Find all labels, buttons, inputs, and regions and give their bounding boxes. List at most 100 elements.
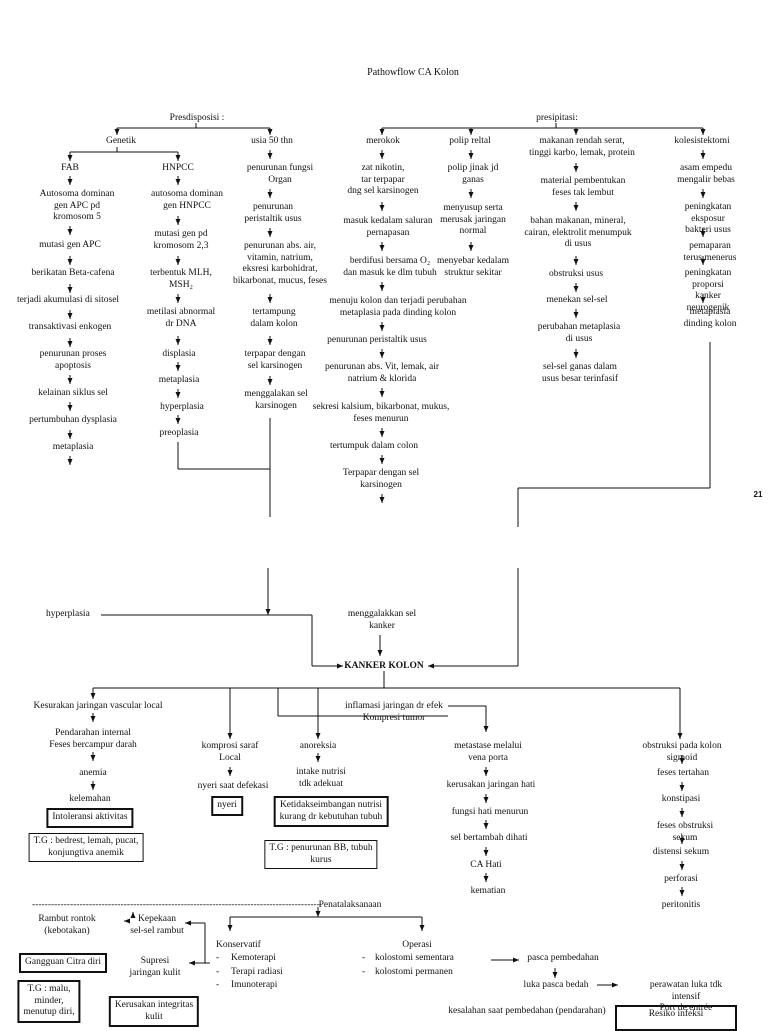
arrow-head — [267, 297, 273, 303]
obstruksi-step: peritonitis — [661, 900, 701, 910]
polip-step: menyebar kedalam struktur sekitar — [436, 256, 510, 278]
arrow-head — [377, 650, 383, 656]
arrow-head — [175, 392, 181, 398]
arrow-head — [468, 245, 474, 251]
arrow-head — [483, 726, 489, 732]
arrow-head — [612, 982, 618, 988]
arrow-head — [552, 972, 558, 978]
usia-label: usia 50 thn — [251, 136, 293, 146]
merokok-step: penurunan peristaltik usus — [327, 335, 427, 345]
merokok-step: zat nikotin, tar terpapar dng sel karsin… — [347, 163, 419, 196]
arrow-head — [114, 129, 120, 135]
penatalaksanaan-label: Penatalaksanaan — [318, 900, 382, 910]
arrow-head — [483, 876, 489, 882]
kompresi-saraf-label: komprosi saraf Local — [201, 741, 259, 763]
anoreksia-label: anoreksia — [299, 741, 337, 751]
arrow-head — [483, 770, 489, 776]
pasca-pembedahan-label: pasca pembedahan — [527, 953, 599, 963]
arrow-head — [379, 497, 385, 503]
diagram-title: Pathowflow CA Kolon — [367, 67, 459, 78]
arrow-head — [700, 231, 706, 237]
arrow-head — [700, 153, 706, 159]
arrow-head — [67, 259, 73, 265]
hnpcc-step: metaplasia — [158, 375, 200, 385]
merokok-step: berdifusi bersama O₂ dan masuk ke dlm tu… — [343, 256, 437, 278]
genetik-label: Genetik — [105, 136, 137, 146]
operasi-dash: - — [362, 953, 366, 963]
makanan-step: perubahan metaplasia di usus — [537, 322, 621, 344]
page-number: 21 — [753, 490, 763, 499]
polip-step: menyusup serta merusak jaringan normal — [440, 203, 506, 236]
arrow-head — [267, 153, 273, 159]
arrow-head — [700, 192, 706, 198]
hnpcc-step: preoplasia — [159, 428, 199, 438]
arrow-head — [124, 918, 130, 924]
arrow-head — [67, 229, 73, 235]
metastase-label: metastase melalui vena porta — [454, 741, 522, 763]
arrow-head — [379, 431, 385, 437]
arrow-head — [90, 755, 96, 761]
arrow-head — [227, 925, 233, 931]
arrow-head — [379, 352, 385, 358]
konservatif-item: Terapi radiasi — [231, 967, 283, 977]
arrow-head — [90, 784, 96, 790]
konservatif-label: Konservatif — [216, 940, 261, 950]
hnpcc-label: HNPCC — [162, 163, 194, 173]
arrow-head — [573, 312, 579, 318]
arrow-head — [315, 911, 321, 917]
arrow-head — [379, 458, 385, 464]
arrow-head — [67, 341, 73, 347]
arrow-head — [483, 850, 489, 856]
arrow-head — [315, 756, 321, 762]
fab-step: mutasi gen APC — [39, 240, 101, 250]
arrow-head — [679, 864, 685, 870]
obstruksi-step: feses obstruksi sekum — [656, 821, 714, 843]
arrow-head — [573, 129, 579, 135]
operasi-item: kolostomi permanen — [375, 967, 453, 977]
supresi-label: Supresi jaringan kulit — [129, 956, 181, 978]
fab-step: berikatan Beta-cafena — [31, 268, 115, 278]
fab-label: FAB — [61, 163, 79, 173]
arrow-head — [428, 663, 434, 669]
arrow-head — [267, 129, 273, 135]
arrow-head — [175, 418, 181, 424]
usia-step: menggalakan sel karsinogen — [244, 389, 308, 411]
anemia-label: anemia — [79, 768, 107, 778]
arrow-head — [337, 663, 343, 669]
arrow-head — [175, 297, 181, 303]
arrow-head — [175, 179, 181, 185]
arrow-head — [175, 219, 181, 225]
metastase-step: fungsi hati menurun — [451, 807, 529, 817]
makanan-step: material pembentukan feses tak lembut — [540, 176, 626, 198]
tanda-gejala-1-box: T.G : bedrest, lemah, pucat, konjungtiva… — [28, 833, 144, 862]
konservatif-dash: - — [216, 980, 220, 990]
arrow-head — [573, 259, 579, 265]
obstruksi-step: perforasi — [664, 874, 698, 884]
fab-step: metaplasia — [52, 442, 94, 452]
hnpcc-step: displasia — [162, 349, 196, 359]
arrow-head — [175, 339, 181, 345]
arrow-head — [468, 129, 474, 135]
arrow-head — [419, 925, 425, 931]
kanker-kolon-label: KANKER KOLON — [344, 661, 424, 671]
arrow-head — [185, 920, 191, 926]
arrow-head — [67, 378, 73, 384]
arrow-head — [265, 609, 271, 615]
polip-step: polip jinak jd ganas — [447, 163, 499, 185]
merokok-step: tertumpuk dalam colon — [329, 441, 419, 451]
kepekaan-label: Kepekaan sel-sel rambut — [130, 914, 184, 936]
perawatan-luka-label: perawatan luka tdk intensif Port de entr… — [649, 980, 723, 1013]
arrow-head — [483, 823, 489, 829]
diagnosis-integritas-kulit-box: Kerusakan integritas kulit — [108, 996, 200, 1027]
arrow-head — [267, 379, 273, 385]
fab-step: Autosoma dominan gen APC pd kromosom 5 — [39, 189, 115, 222]
diagnosis-intoleransi-box: Intoleransi aktivitas — [46, 808, 134, 828]
merokok-step: sekresi kalsium, bikarbonat, mukus, fese… — [312, 402, 450, 424]
makanan-label: makanan rendah serat, tinggi karbo, lema… — [529, 136, 635, 158]
kesurakan-label: Kesurakan jaringan vascular local — [33, 701, 163, 711]
inflamasi-label: inflamasi jaringan dr efek Kompresi tumo… — [345, 701, 443, 723]
arrow-head — [679, 785, 685, 791]
obstruksi-step: feses tertahan — [657, 768, 709, 778]
